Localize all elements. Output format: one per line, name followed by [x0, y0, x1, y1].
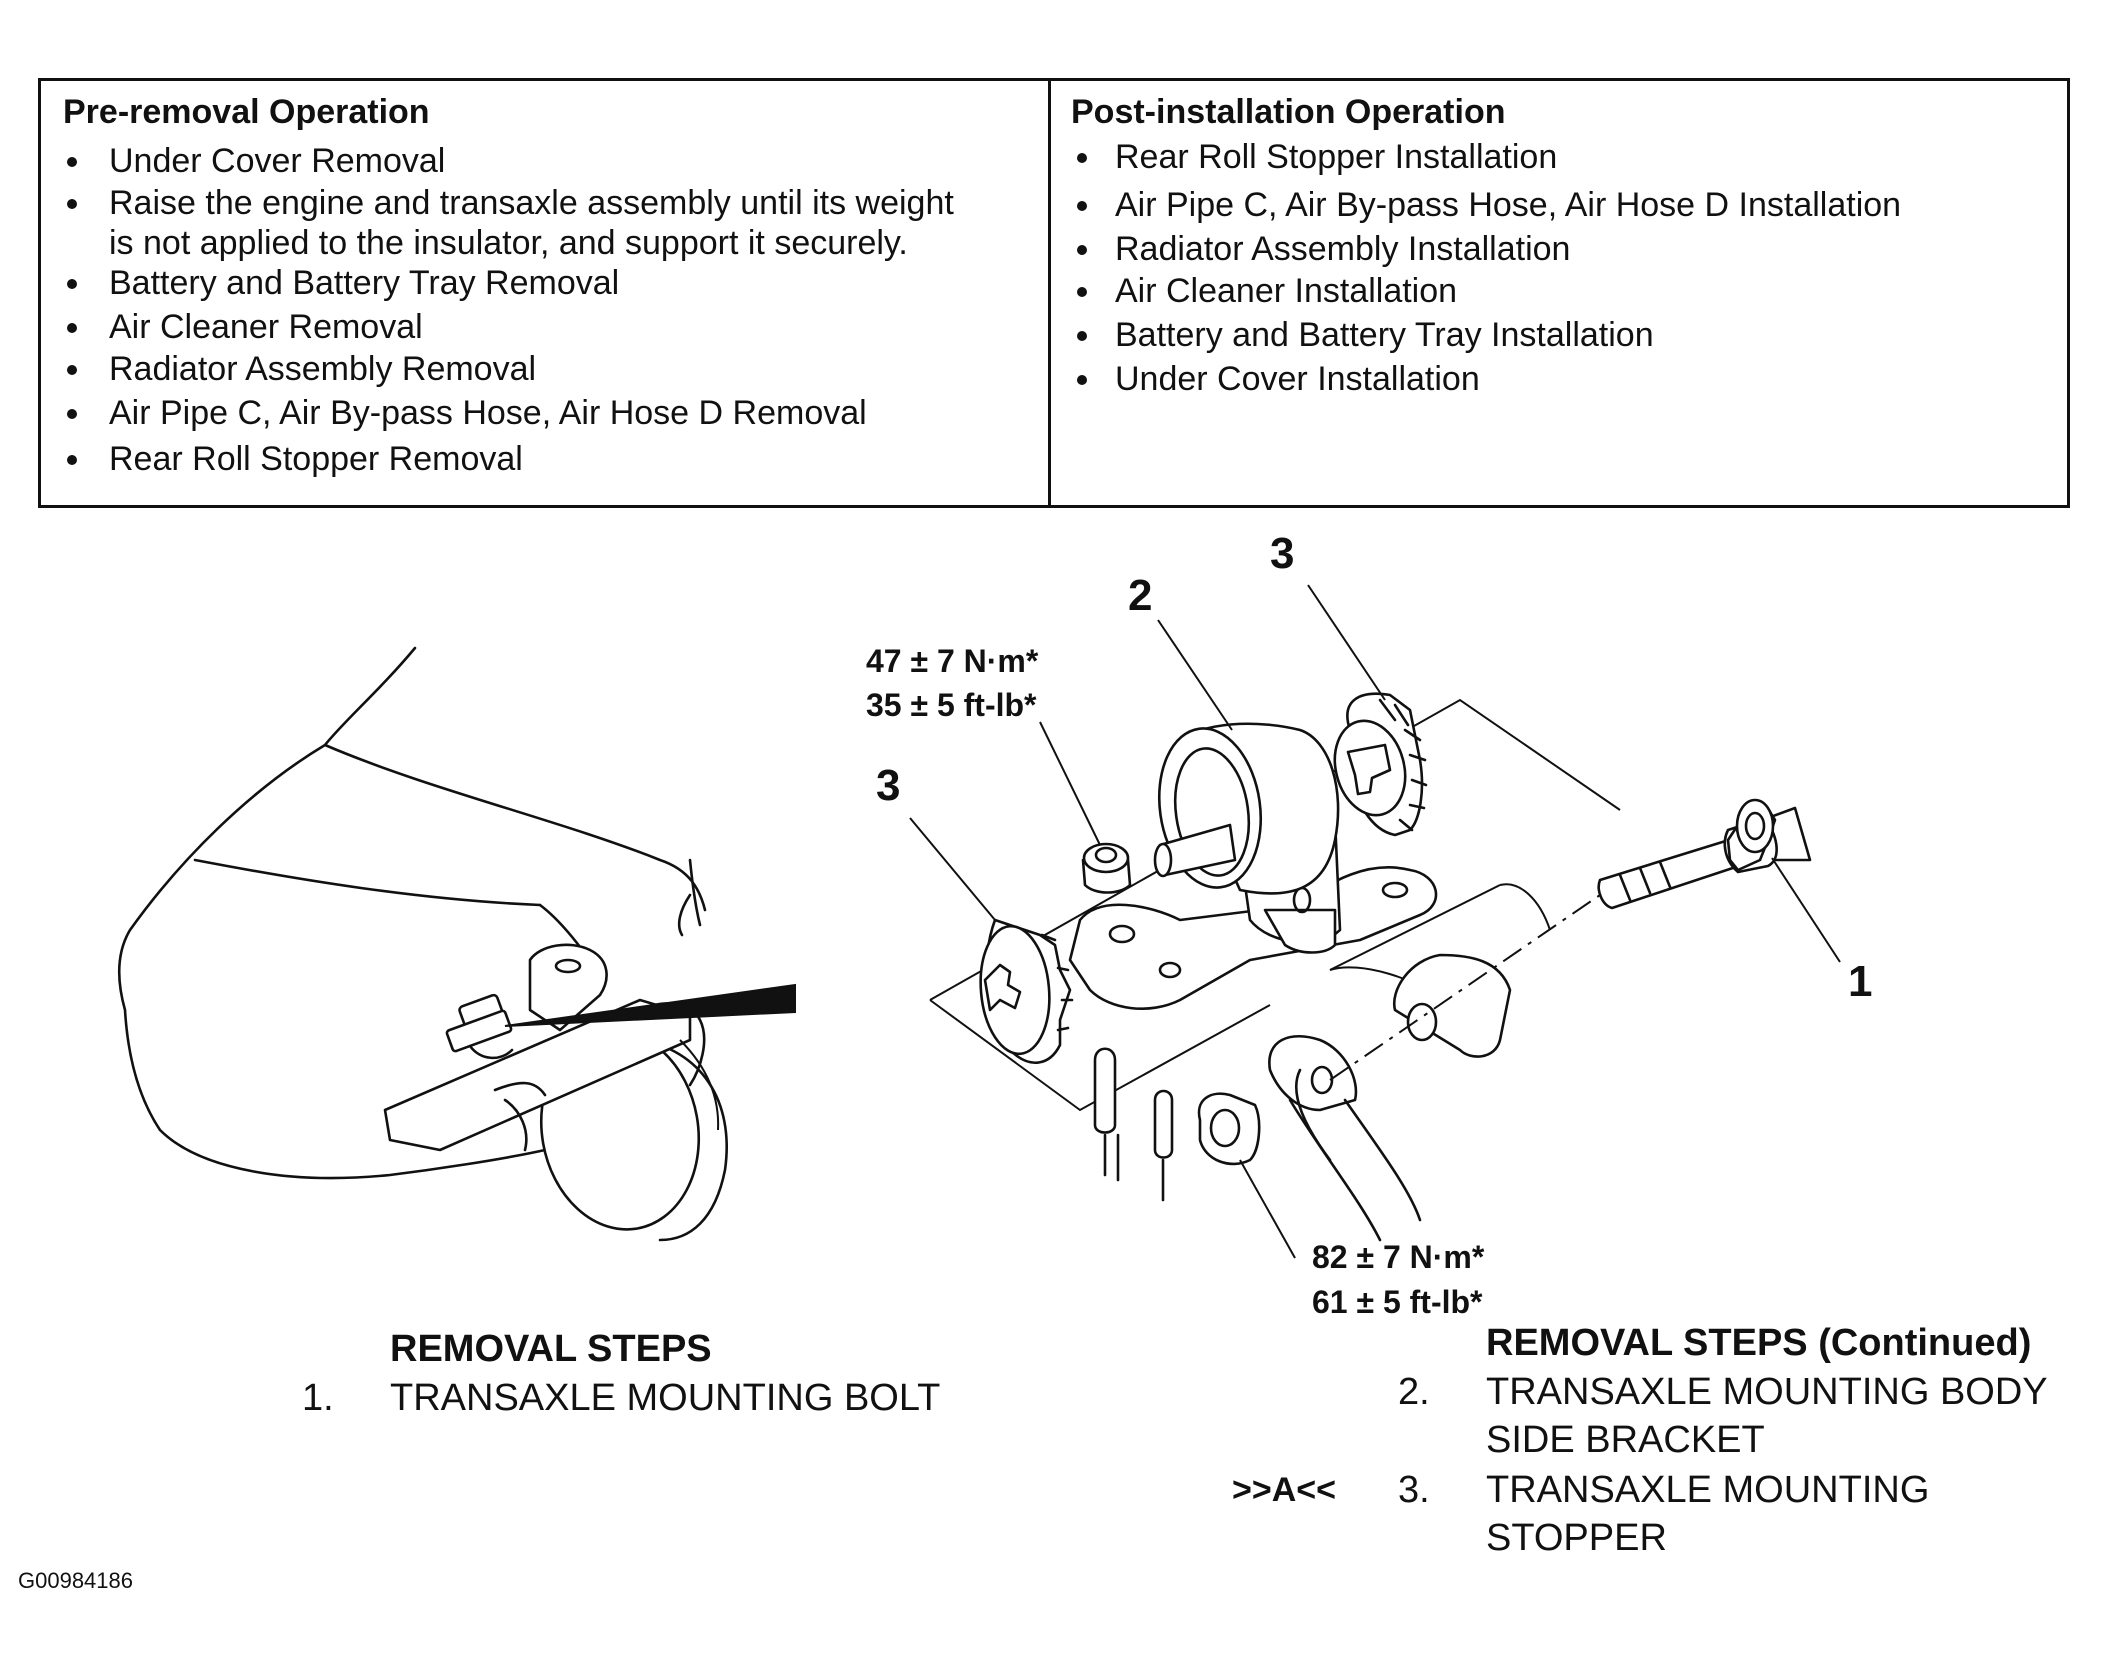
torque-lower-leader-line [1239, 1159, 1296, 1259]
bullet-icon [1077, 153, 1087, 163]
pre-removal-column: Pre-removal Operation Under Cover Remova… [41, 81, 1051, 505]
step-1-number: 1. [302, 1377, 334, 1419]
step-3-number: 3. [1398, 1469, 1430, 1511]
torque-upper-leader-line [1039, 721, 1101, 846]
bullet-icon [67, 199, 77, 209]
body-panel-drawing [929, 698, 1621, 1202]
stopper-left-drawing [979, 918, 1074, 1065]
post-installation-item: Air Pipe C, Air By-pass Hose, Air Hose D… [1115, 186, 1902, 224]
step-3-text-line1: TRANSAXLE MOUNTING [1486, 1469, 1930, 1511]
pre-removal-item: Radiator Assembly Removal [109, 350, 537, 388]
step-3-text-line2: STOPPER [1486, 1517, 1667, 1559]
post-installation-column: Post-installation Operation Rear Roll St… [1051, 81, 2067, 505]
callout-3-right: 3 [1270, 529, 1295, 578]
figure-id: G00984186 [18, 1568, 133, 1593]
callout-3-right-leader-line [1307, 584, 1386, 701]
pre-removal-item-continuation: is not applied to the insulator, and sup… [109, 224, 908, 262]
side-member-drawing [1268, 953, 1512, 1242]
bullet-icon [67, 279, 77, 289]
lower-nut-drawing [1197, 1092, 1261, 1166]
pre-removal-item: Under Cover Removal [109, 142, 446, 180]
bullet-icon [1077, 331, 1087, 341]
bullet-icon [1077, 375, 1087, 385]
callout-3-left: 3 [876, 761, 901, 810]
vehicle-locator-drawing [117, 646, 796, 1242]
pre-removal-item: Air Pipe C, Air By-pass Hose, Air Hose D… [109, 394, 867, 432]
body-side-bracket-drawing [1068, 722, 1438, 1010]
bullet-icon [67, 409, 77, 419]
pre-removal-item: Battery and Battery Tray Removal [109, 264, 620, 302]
bullet-icon [1077, 201, 1087, 211]
pre-removal-item: Raise the engine and transaxle assembly … [109, 184, 954, 222]
bullet-icon [1077, 245, 1087, 255]
bullet-icon [67, 455, 77, 465]
step-2-text-line1: TRANSAXLE MOUNTING BODY [1486, 1371, 2048, 1413]
post-installation-item: Under Cover Installation [1115, 360, 1480, 398]
bullet-icon [67, 365, 77, 375]
step-3-reference-mark: >>A<< [1232, 1471, 1336, 1509]
bullet-icon [1077, 287, 1087, 297]
step-1-text: TRANSAXLE MOUNTING BOLT [390, 1377, 941, 1419]
operations-table: Pre-removal Operation Under Cover Remova… [38, 78, 2070, 508]
bolt-axis-line [1329, 894, 1601, 1081]
stopper-right-drawing [1333, 692, 1428, 837]
callout-3-left-leader-line [909, 817, 996, 921]
post-installation-item: Air Cleaner Installation [1115, 272, 1458, 310]
step-2-number: 2. [1398, 1371, 1430, 1413]
callout-1: 1 [1848, 957, 1873, 1006]
post-installation-item: Radiator Assembly Installation [1115, 230, 1571, 268]
removal-steps-title: REMOVAL STEPS [390, 1328, 712, 1370]
bullet-icon [67, 323, 77, 333]
torque-lower-nm: 82 ± 7 N·m* [1312, 1239, 1485, 1275]
post-installation-title: Post-installation Operation [1071, 93, 1506, 131]
bullet-icon [67, 157, 77, 167]
post-installation-item: Rear Roll Stopper Installation [1115, 138, 1558, 176]
removal-steps-continued-title: REMOVAL STEPS (Continued) [1486, 1322, 2032, 1364]
torque-lower-ftlb: 61 ± 5 ft-lb* [1312, 1284, 1483, 1320]
callout-2-leader-line [1157, 619, 1233, 731]
pre-removal-item: Rear Roll Stopper Removal [109, 440, 523, 478]
transaxle-mounting-bolt-drawing [1597, 798, 1812, 910]
torque-upper-ftlb: 35 ± 5 ft-lb* [866, 687, 1037, 723]
pre-removal-title: Pre-removal Operation [63, 93, 430, 131]
torque-upper-nm: 47 ± 7 N·m* [866, 643, 1039, 679]
callout-2: 2 [1128, 571, 1153, 620]
step-2-text-line2: SIDE BRACKET [1486, 1419, 1765, 1461]
post-installation-item: Battery and Battery Tray Installation [1115, 316, 1654, 354]
upper-nut-drawing [1081, 842, 1132, 894]
callout-1-leader-line [1771, 857, 1841, 963]
pre-removal-item: Air Cleaner Removal [109, 308, 423, 346]
